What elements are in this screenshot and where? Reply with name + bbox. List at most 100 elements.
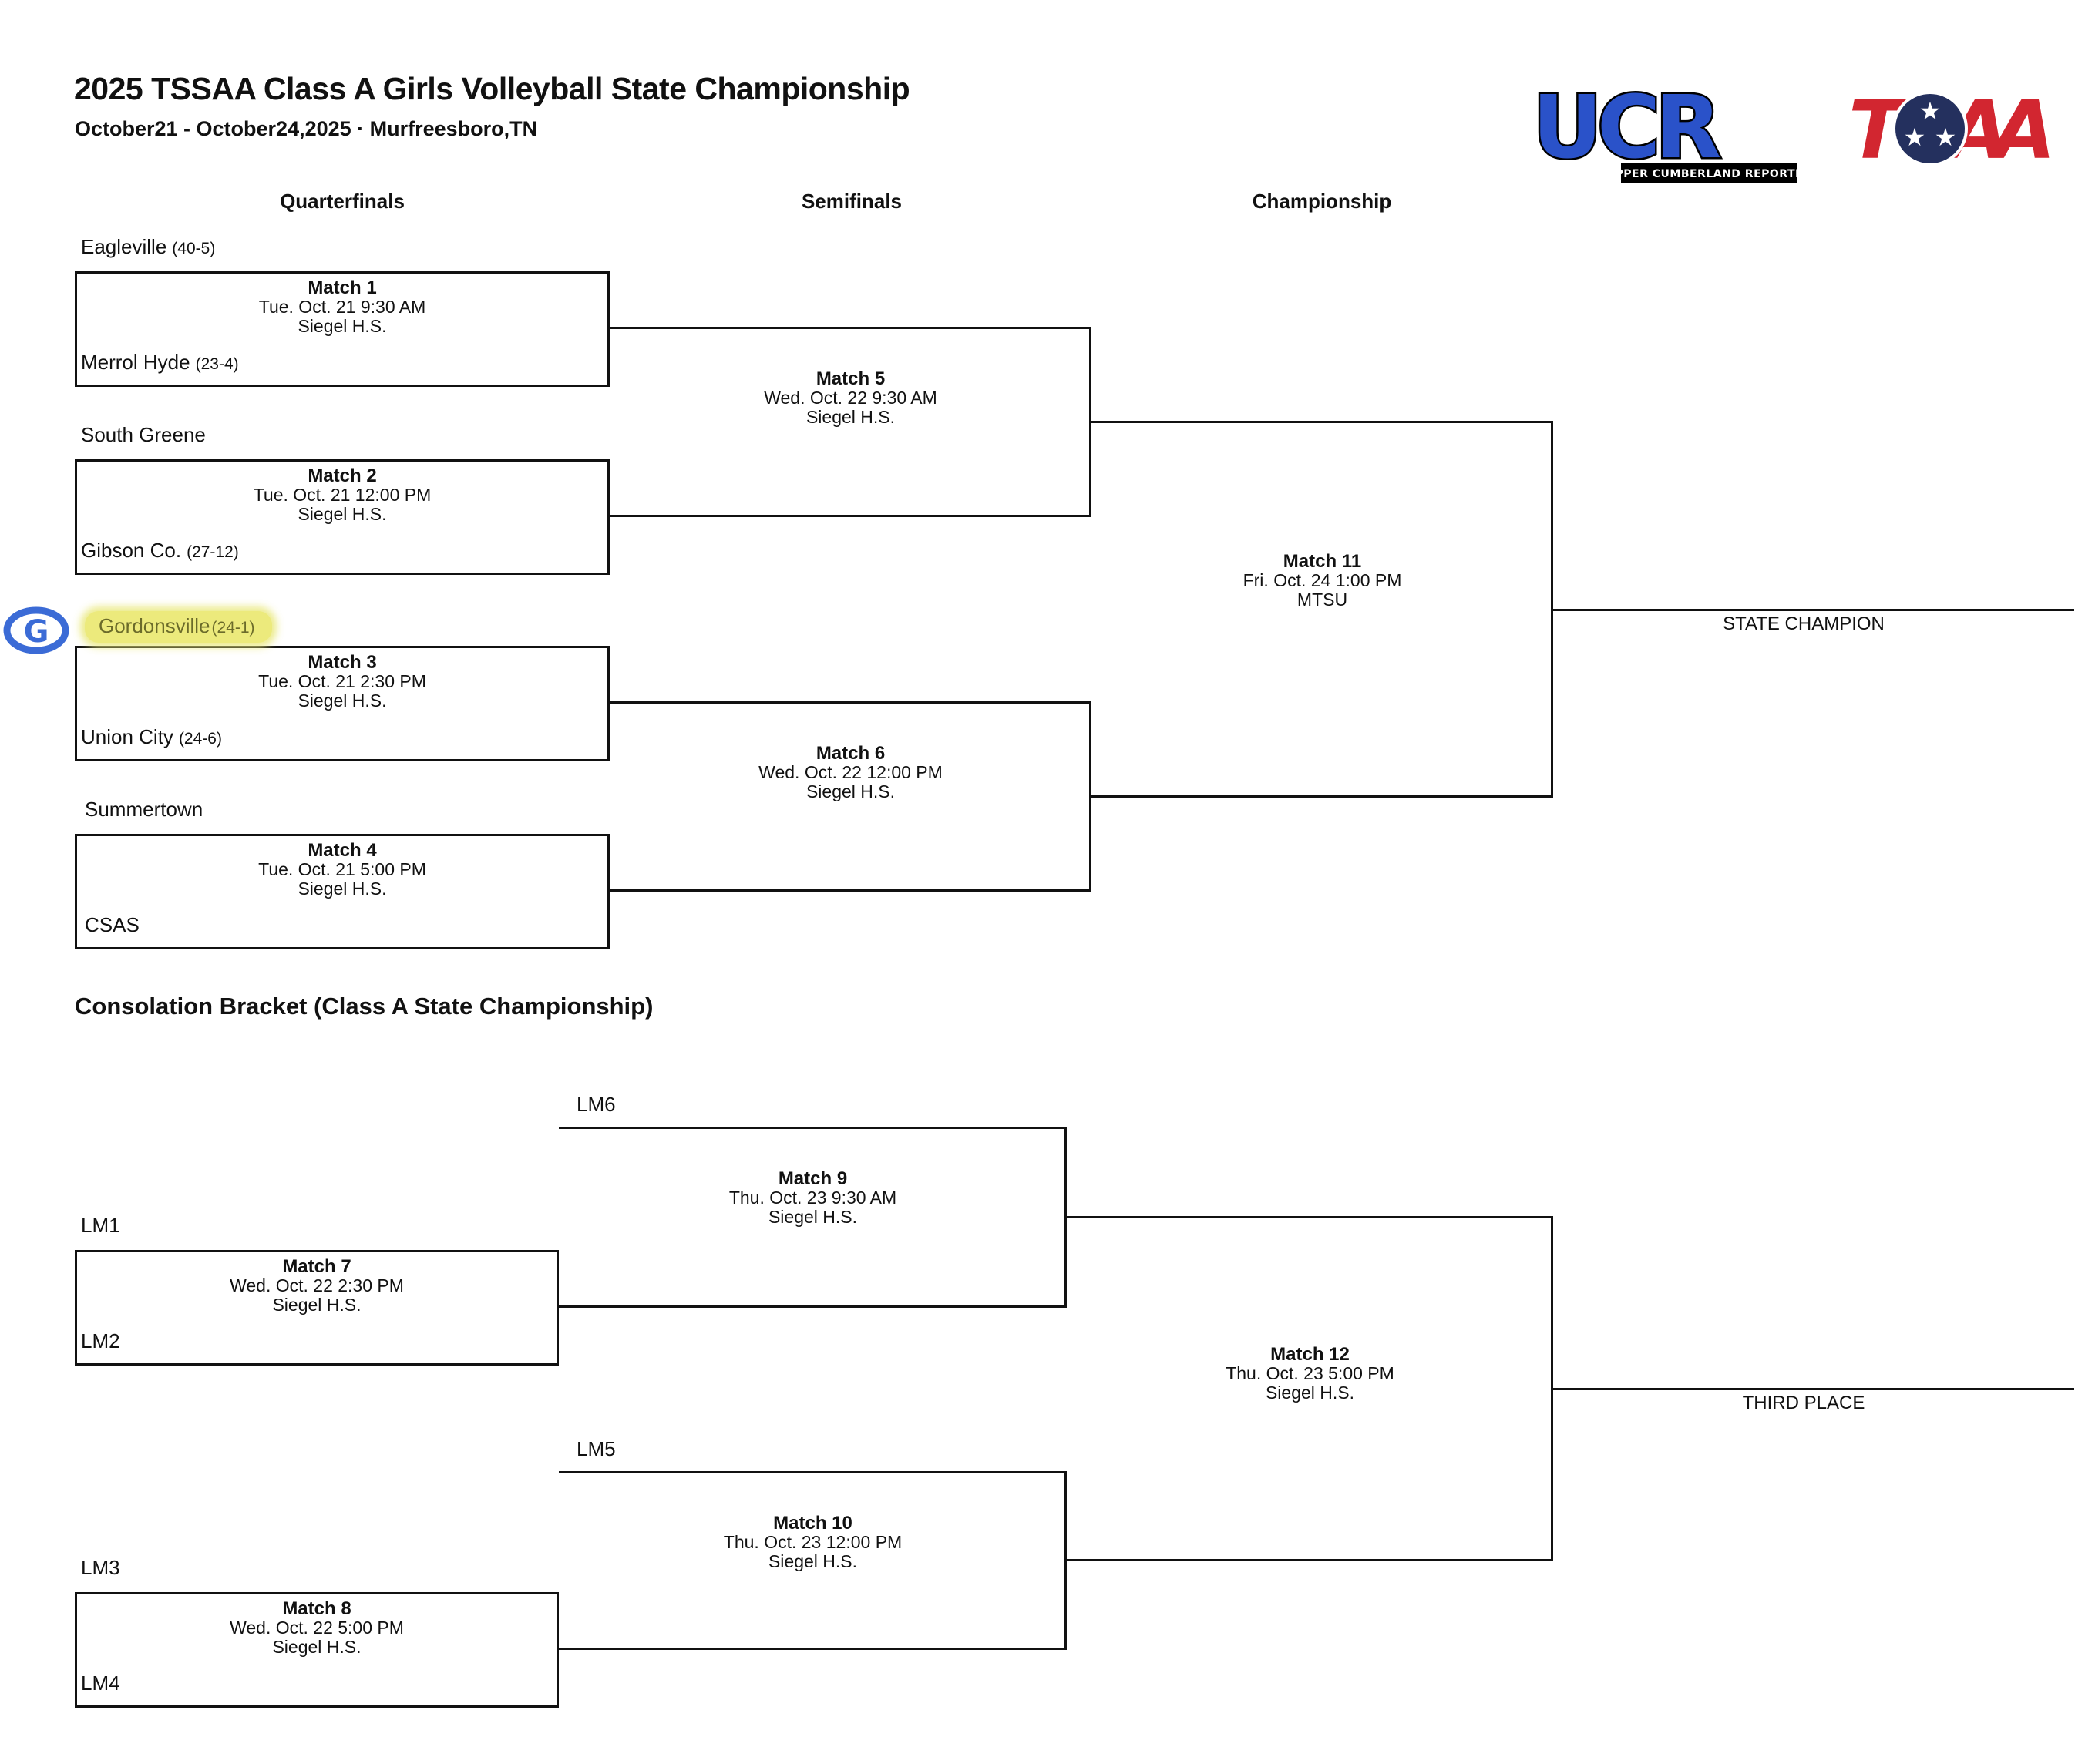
match11-bottom-line [1091,795,1553,798]
match-venue: Siegel H.S. [805,781,896,801]
match-datetime: Fri. Oct. 24 1:00 PM [1243,570,1402,590]
gordonsville-oval [3,606,69,654]
tssaa-logo-icon: T AA ★ ★ ★ [1846,79,2067,186]
team-record: (23-4) [195,355,239,373]
match9-bottom-line [559,1305,1067,1308]
page-subtitle: October21 - October24,2025 · Murfreesbor… [75,117,538,140]
team-lm4: LM4 [81,1672,120,1695]
match4-box [75,834,610,949]
ucr-banner [1621,163,1797,183]
match-title: Match 9 [778,1168,848,1189]
tssaa-star-icon: ★ [1919,96,1942,126]
team-record: (24-1) [211,619,255,637]
match10-top-line [559,1471,1067,1473]
team-gibson-co: Gibson Co.(27-12) [81,539,239,562]
match3-box [75,646,610,761]
match-title: Match 10 [773,1513,852,1534]
match9-right-edge [1064,1127,1067,1308]
ucr-tagline: UPPER CUMBERLAND REPORTER [1606,168,1800,180]
round-header-semifinals: Semifinals [801,190,903,213]
match9-info: Match 9 Thu. Oct. 23 9:30 AM Siegel H.S. [559,1169,1067,1227]
consolation-heading: Consolation Bracket (Class A State Champ… [75,993,654,1020]
tssaa-star-icon: ★ [1935,123,1957,152]
gordonsville-logo-icon: G [2,606,70,655]
match-datetime: Thu. Oct. 23 12:00 PM [723,1532,903,1552]
match-title: Match 3 [308,652,377,673]
team-summertown: Summertown [85,798,203,821]
match8-info: Match 8 Wed. Oct. 22 5:00 PM Siegel H.S. [75,1599,559,1657]
state-champion-line [1553,609,2074,611]
match3-info: Match 3 Tue. Oct. 21 2:30 PM Siegel H.S. [75,653,610,711]
match7-info: Match 7 Wed. Oct. 22 2:30 PM Siegel H.S. [75,1257,559,1315]
match-title: Match 4 [308,840,377,861]
team-record: (40-5) [172,240,216,257]
match-title: Match 6 [816,743,886,764]
match12-right-edge [1551,1216,1553,1561]
match12-top-line [1067,1216,1553,1218]
team-lm1: LM1 [81,1214,120,1237]
match11-info: Match 11 Fri. Oct. 24 1:00 PM MTSU [1091,552,1553,610]
match1-box [75,271,610,387]
match5-bottom-line [610,515,1091,517]
match4-info: Match 4 Tue. Oct. 21 5:00 PM Siegel H.S. [75,841,610,899]
team-lm6: LM6 [577,1093,616,1116]
state-champion-label: STATE CHAMPION [1723,613,1885,634]
match-venue: Siegel H.S. [768,1207,858,1227]
team-record: (24-6) [178,730,222,748]
match12-info: Match 12 Thu. Oct. 23 5:00 PM Siegel H.S… [1067,1345,1553,1403]
match-title: Match 5 [816,368,886,389]
match6-right-edge [1089,701,1091,892]
match-datetime: Tue. Oct. 21 5:00 PM [258,859,426,879]
match9-top-line [559,1127,1067,1129]
match-datetime: Wed. Oct. 22 9:30 AM [764,388,937,408]
team-lm3: LM3 [81,1556,120,1579]
match12-bottom-line [1067,1559,1553,1561]
match-venue: Siegel H.S. [298,316,387,336]
match2-box [75,459,610,575]
match-datetime: Tue. Oct. 21 12:00 PM [253,485,432,505]
third-place-line [1553,1388,2074,1390]
match5-right-edge [1089,327,1091,517]
match-title: Match 1 [308,277,377,298]
match8-box [75,1592,559,1708]
team-record: (27-12) [187,543,239,561]
match-title: Match 11 [1283,551,1362,572]
match5-top-line [610,327,1091,329]
match6-bottom-line [610,889,1091,892]
match-venue: Siegel H.S. [768,1551,858,1571]
match10-right-edge [1064,1471,1067,1650]
match5-info: Match 5 Wed. Oct. 22 9:30 AM Siegel H.S. [610,369,1091,427]
match-venue: Siegel H.S. [272,1295,362,1315]
match-title: Match 2 [308,465,377,486]
match6-top-line [610,701,1091,704]
match1-info: Match 1 Tue. Oct. 21 9:30 AM Siegel H.S. [75,278,610,336]
team-south-greene: South Greene [81,423,206,446]
match-title: Match 7 [282,1256,351,1277]
match-datetime: Thu. Oct. 23 9:30 AM [728,1188,897,1208]
team-eagleville: Eagleville(40-5) [81,235,216,258]
match-venue: Siegel H.S. [298,879,387,899]
round-header-quarterfinals: Quarterfinals [280,190,405,213]
tssaa-tristar-circle [1892,91,1968,166]
team-merrol-hyde: Merrol Hyde(23-4) [81,351,239,374]
match-datetime: Wed. Oct. 22 2:30 PM [230,1275,404,1295]
match-venue: Siegel H.S. [298,504,387,524]
round-header-championship: Championship [1252,190,1392,213]
match-venue: Siegel H.S. [272,1637,362,1657]
match-title: Match 8 [282,1598,351,1619]
match-venue: MTSU [1296,590,1348,610]
match-datetime: Tue. Oct. 21 2:30 PM [258,671,426,691]
team-csas: CSAS [85,913,140,936]
match-datetime: Wed. Oct. 22 5:00 PM [230,1618,404,1638]
ucr-logo-icon: UCR UPPER CUMBERLAND REPORTER [1530,76,1811,186]
third-place-label: THIRD PLACE [1742,1393,1865,1413]
tssaa-star-icon: ★ [1904,123,1926,152]
match-venue: Siegel H.S. [1265,1383,1355,1403]
match-datetime: Tue. Oct. 21 9:30 AM [258,297,426,317]
match-datetime: Wed. Oct. 22 12:00 PM [758,762,943,782]
match10-bottom-line [559,1648,1067,1650]
team-gordonsville-highlighted: Gordonsville(24-1) [85,611,272,643]
match6-info: Match 6 Wed. Oct. 22 12:00 PM Siegel H.S… [610,744,1091,801]
match-venue: Siegel H.S. [298,690,387,711]
